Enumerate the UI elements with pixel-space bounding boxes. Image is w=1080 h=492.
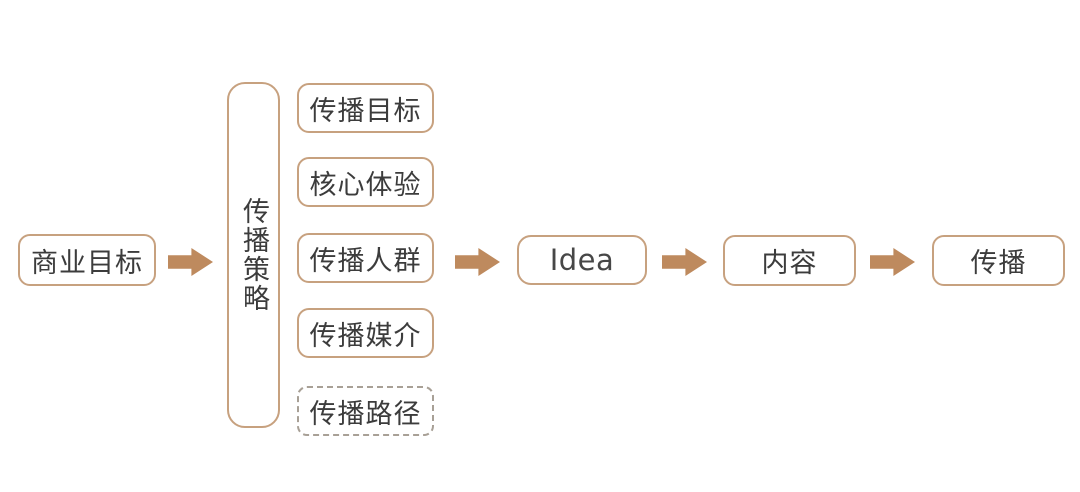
node-idea-label: Idea — [549, 243, 615, 277]
flow-arrow-right-icon — [662, 248, 707, 276]
node-sub-label: 核心体验 — [309, 169, 422, 201]
node-sub-label: 传播媒介 — [309, 320, 422, 352]
node-content: 内容 — [723, 235, 856, 286]
node-business-goal: 商业目标 — [18, 234, 156, 286]
node-sub-path: 传播路径 — [297, 386, 434, 436]
node-idea: Idea — [517, 235, 647, 285]
node-sub-media: 传播媒介 — [297, 308, 434, 358]
node-sub-label: 传播人群 — [309, 245, 422, 277]
node-strategy: 传播策略 — [227, 82, 280, 428]
node-sub-label: 传播路径 — [309, 398, 422, 430]
node-business-goal-label: 商业目标 — [31, 247, 143, 279]
flow-arrow-right-icon — [168, 248, 213, 276]
node-strategy-label: 传播策略 — [238, 197, 269, 313]
flow-arrow-right-icon — [870, 248, 915, 276]
node-spread: 传播 — [932, 235, 1065, 286]
node-sub-core-experience: 核心体验 — [297, 157, 434, 207]
flow-arrow-right-icon — [455, 248, 500, 276]
node-sub-audience: 传播人群 — [297, 233, 434, 283]
node-sub-communication-goal: 传播目标 — [297, 83, 434, 133]
node-sub-label: 传播目标 — [309, 95, 422, 127]
node-content-label: 内容 — [761, 248, 818, 279]
node-spread-label: 传播 — [970, 248, 1027, 279]
